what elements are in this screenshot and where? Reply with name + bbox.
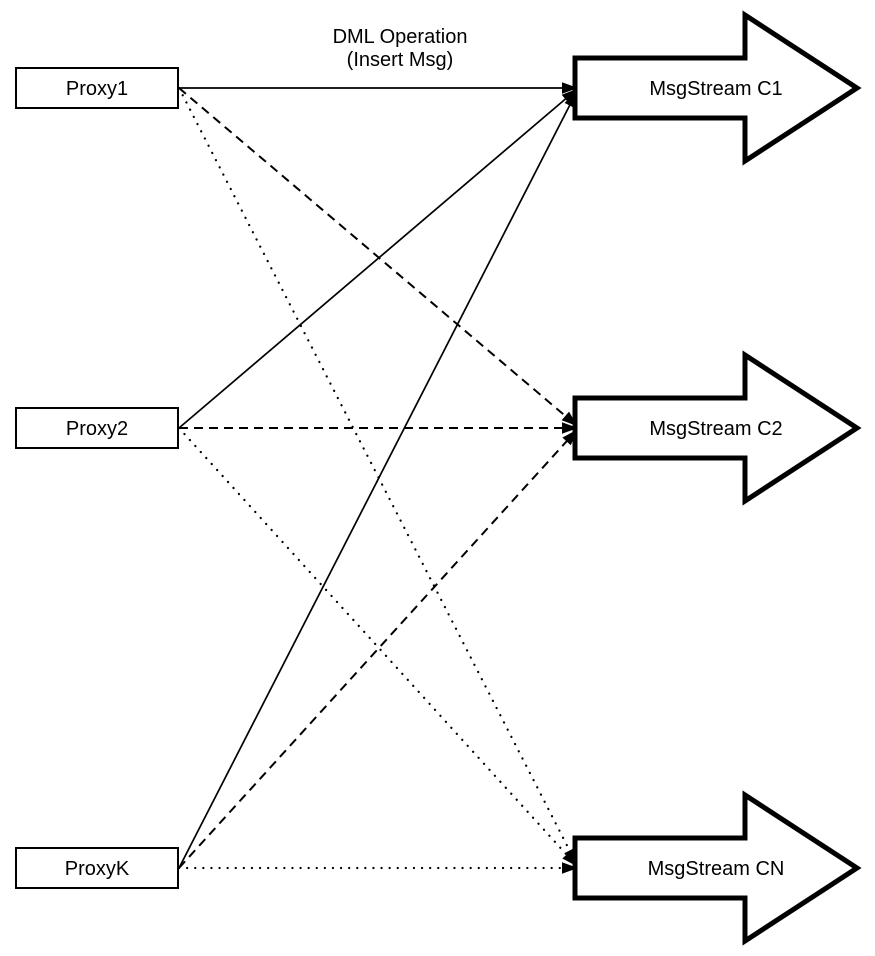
msgstream-c2-label: MsgStream C2 [649,418,782,440]
diagram-title-line2: (Insert Msg) [347,49,454,71]
proxy2-box [15,407,179,449]
msgstream-c1-arrow [572,10,862,166]
msgstream-c2-arrow [572,350,862,506]
connector-proxy1-to-c2 [178,87,576,425]
connector-proxy2-to-c1 [178,90,576,429]
connector-proxy1-to-cn [177,86,578,863]
proxy1-box [15,67,179,109]
proxy2-label: Proxy2 [66,418,128,440]
proxyk-box [15,847,179,889]
msgstream-cn-label: MsgStream CN [648,858,785,880]
proxyk-label: ProxyK [65,858,130,880]
connector-proxyk-to-c2 [178,431,576,869]
proxy1-label: Proxy1 [66,78,128,100]
msgstream-cn-arrow [572,790,862,946]
connector-proxy2-to-cn [177,426,576,865]
msgstream-c1-label: MsgStream C1 [649,78,782,100]
connector-proxyk-to-c1 [178,93,576,869]
diagram-title-line1: DML Operation [333,26,468,48]
